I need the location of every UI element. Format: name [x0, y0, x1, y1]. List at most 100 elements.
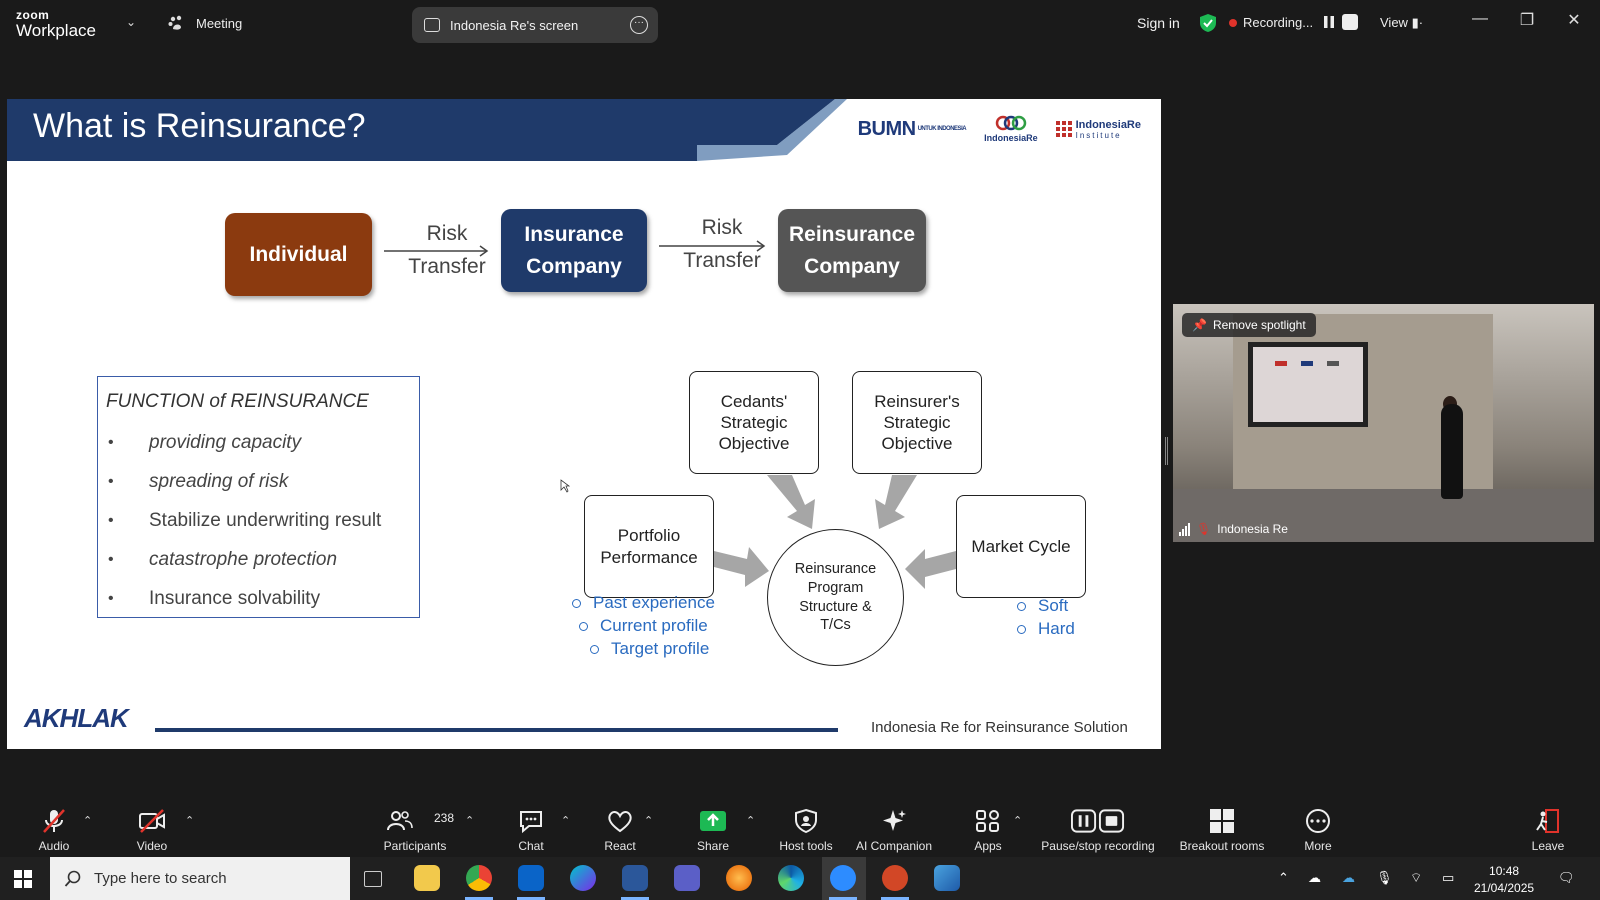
transfer-text: Transfer [683, 248, 761, 272]
speaker-video-tile[interactable]: 📌 Remove spotlight 🎙 Indonesia Re [1173, 304, 1594, 542]
risk-transfer-label-2: Risk Transfer [667, 212, 777, 277]
taskbar-search-box[interactable]: Type here to search [50, 857, 350, 900]
word-icon[interactable] [622, 865, 648, 891]
participants-paw-icon [168, 15, 182, 30]
breakout-rooms-button[interactable]: Breakout rooms [1172, 798, 1272, 857]
footer-divider [155, 728, 838, 732]
grid-dots-icon [1055, 121, 1072, 137]
pause-stop-recording-button[interactable]: Pause/stop recording [1036, 798, 1160, 857]
list-item: Hard [1017, 618, 1075, 641]
more-button[interactable]: More [1300, 798, 1336, 857]
chat-button[interactable]: Chat [514, 798, 548, 857]
react-options-chevron-icon[interactable]: ⌃ [644, 815, 654, 827]
circle-line: Reinsurance [794, 560, 877, 577]
zoom-workplace-logo[interactable]: zoom Workplace [16, 9, 96, 39]
video-options-chevron-icon[interactable]: ⌃ [185, 815, 195, 827]
list-item: Past experience [572, 592, 715, 615]
box-line: Strategic [720, 412, 788, 432]
circle-bullet-icon [572, 598, 581, 608]
outlook-icon[interactable] [518, 865, 544, 891]
apps-grid-icon [976, 810, 999, 832]
canva-icon[interactable] [570, 865, 596, 891]
task-view-icon[interactable] [364, 871, 382, 887]
encryption-shield-icon[interactable] [1199, 13, 1217, 33]
share-button[interactable]: Share [694, 798, 732, 857]
zoom-icon[interactable] [830, 865, 856, 891]
participants-options-chevron-icon[interactable]: ⌃ [465, 815, 475, 827]
close-icon[interactable]: ✕ [1567, 12, 1581, 29]
video-speaker [1441, 404, 1463, 499]
view-menu[interactable]: View ▮· [1380, 15, 1423, 31]
wifi-icon[interactable]: ⌔ [1410, 870, 1423, 885]
video-floor [1173, 489, 1594, 542]
list-item-text: Target profile [611, 638, 710, 658]
react-button[interactable]: React [602, 798, 638, 857]
meeting-menu[interactable]: Meeting [168, 14, 242, 32]
reinsurance-line-2: Company [804, 254, 900, 278]
breakout-rooms-icon [1210, 809, 1234, 833]
video-button[interactable]: Video [134, 798, 170, 857]
audio-options-chevron-icon[interactable]: ⌃ [83, 815, 93, 827]
meeting-label: Meeting [196, 15, 243, 31]
shared-screen-title: Indonesia Re's screen [450, 17, 579, 33]
sign-in-link[interactable]: Sign in [1137, 15, 1180, 31]
share-label: Share [696, 839, 730, 853]
windows-start-icon[interactable] [14, 870, 32, 888]
ai-companion-button[interactable]: AI Companion [852, 798, 936, 857]
teams-icon[interactable] [674, 865, 700, 891]
recording-dot-icon [1229, 18, 1237, 27]
participants-button[interactable]: Participants [380, 798, 450, 857]
chevron-down-icon[interactable]: ⌄ [126, 15, 137, 29]
pause-recording-icon[interactable] [1321, 14, 1337, 30]
box-line: Strategic [883, 412, 951, 432]
audio-button[interactable]: Audio [36, 798, 72, 857]
minimize-icon[interactable]: — [1472, 10, 1488, 27]
tray-overflow-chevron-icon[interactable]: ⌃ [1278, 870, 1289, 885]
more-options-icon[interactable]: ··· [630, 16, 648, 34]
panel-splitter-handle[interactable] [1165, 437, 1168, 465]
apps-button[interactable]: Apps [970, 798, 1006, 857]
share-options-chevron-icon[interactable]: ⌃ [746, 815, 756, 827]
circle-bullet-icon [1017, 601, 1026, 611]
list-item-text: Stabilize underwriting result [149, 509, 382, 531]
onedrive-white-icon[interactable]: ☁ [1308, 870, 1321, 885]
windows-taskbar: Type here to search ⌃ ☁ ☁ 🎙 ⌔ ▭ 10:48 21… [0, 857, 1600, 900]
edge-icon[interactable] [778, 865, 804, 891]
apps-options-chevron-icon[interactable]: ⌃ [1013, 815, 1023, 827]
notification-icon[interactable]: 🗨 [1558, 870, 1575, 885]
breakout-label: Breakout rooms [1179, 839, 1265, 853]
file-explorer-icon[interactable] [414, 865, 440, 891]
list-item-text: providing capacity [149, 431, 302, 453]
list-item-text: Hard [1038, 618, 1075, 638]
onedrive-blue-icon[interactable]: ☁ [1342, 870, 1355, 885]
function-title: FUNCTION of REINSURANCE [106, 391, 369, 412]
stop-recording-icon[interactable] [1342, 14, 1358, 30]
photos-icon[interactable] [934, 865, 960, 891]
list-item-text: catastrophe protection [149, 548, 338, 570]
zoom-active-underline [829, 897, 857, 900]
microphone-icon[interactable]: 🎙 [1376, 870, 1393, 885]
chat-options-chevron-icon[interactable]: ⌃ [561, 815, 571, 827]
market-sub-list: Soft Hard [1017, 595, 1075, 641]
box-line: Cedants' [720, 391, 788, 411]
list-item: •Insurance solvability [106, 579, 411, 618]
display-icon[interactable]: ▭ [1442, 870, 1455, 885]
box-line: Portfolio [617, 526, 681, 546]
mouse-cursor-icon [560, 479, 570, 493]
shared-screen-pill[interactable]: Indonesia Re's screen ··· [412, 7, 658, 43]
brand-top: zoom [16, 8, 50, 22]
firefox-icon[interactable] [726, 865, 752, 891]
remove-spotlight-button[interactable]: 📌 Remove spotlight [1182, 313, 1316, 337]
video-off-icon [139, 809, 165, 833]
system-clock[interactable]: 10:48 21/04/2025 [1474, 863, 1534, 897]
host-tools-button[interactable]: Host tools [776, 798, 836, 857]
leave-button[interactable]: Leave [1530, 798, 1566, 857]
iri-sub: Institute [1075, 130, 1122, 140]
chrome-icon[interactable] [466, 865, 492, 891]
restore-icon[interactable]: ❐ [1519, 12, 1535, 29]
host-tools-label: Host tools [779, 839, 833, 853]
powerpoint-icon[interactable] [882, 865, 908, 891]
